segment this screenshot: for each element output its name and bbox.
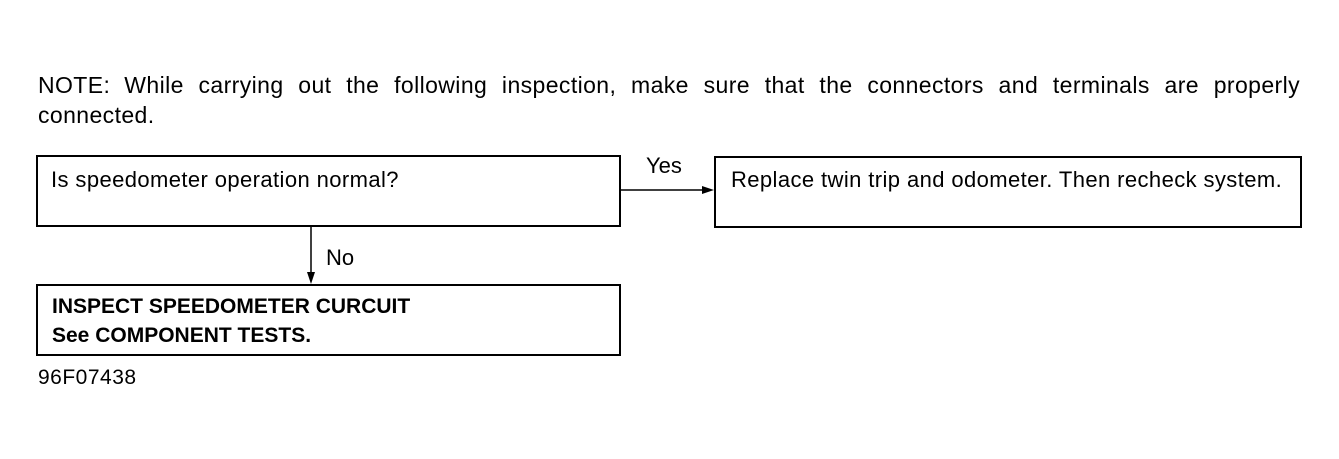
no-arrowhead bbox=[307, 272, 315, 284]
yes-label: Yes bbox=[646, 153, 682, 178]
figure-code: 96F07438 bbox=[38, 366, 137, 389]
question-box: Is speedometer operation normal? bbox=[36, 155, 621, 227]
yes-arrowhead bbox=[702, 186, 714, 194]
inspection-note: NOTE:While carrying out the following in… bbox=[38, 70, 1300, 130]
no-action-box: INSPECT SPEEDOMETER CURCUIT See COMPONEN… bbox=[36, 284, 621, 356]
no-label: No bbox=[326, 245, 355, 270]
no-action-line1: INSPECT SPEEDOMETER CURCUIT bbox=[52, 295, 411, 318]
question-text: Is speedometer operation normal? bbox=[51, 167, 399, 192]
note-text: While carrying out the following inspect… bbox=[38, 72, 1300, 128]
no-action-line2: See COMPONENT TESTS. bbox=[52, 324, 312, 347]
note-lead: NOTE: bbox=[38, 72, 111, 98]
yes-action-text: Replace twin trip and odometer. Then rec… bbox=[731, 167, 1283, 192]
yes-action-box: Replace twin trip and odometer. Then rec… bbox=[714, 156, 1302, 228]
